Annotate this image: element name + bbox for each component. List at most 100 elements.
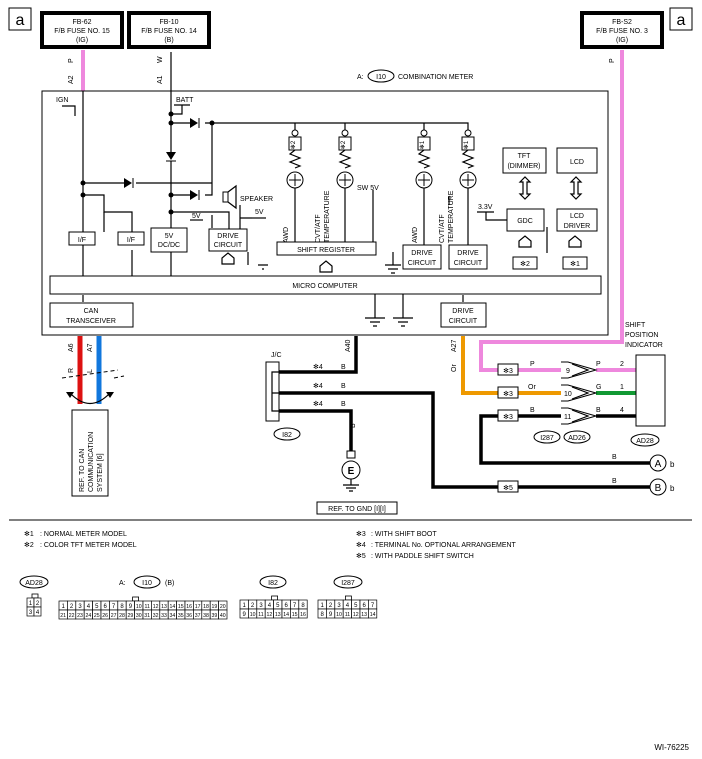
svg-text:11: 11 (564, 414, 571, 421)
svg-text:I10: I10 (376, 74, 386, 81)
indicator-awd-1: ✻2 AWD (283, 129, 304, 243)
connector-pin-number: 8 (301, 603, 305, 609)
connector-pin-number: 3 (78, 604, 82, 610)
svg-text:✻3: ✻3 (356, 530, 366, 538)
svg-text:✻3: ✻3 (503, 390, 513, 398)
svg-text:I287: I287 (540, 435, 554, 442)
svg-text:✻1: ✻1 (419, 140, 426, 149)
connector-pin-number: 11 (145, 604, 150, 610)
svg-text:SW 5V: SW 5V (357, 185, 379, 192)
svg-text:B: B (612, 454, 617, 461)
connector-pin-number: 10 (336, 612, 342, 618)
svg-text:POSITION: POSITION (625, 332, 658, 339)
connector-pin-number: 36 (186, 613, 192, 619)
connector-pin-number: 33 (161, 613, 167, 619)
svg-text:P: P (68, 58, 75, 63)
connector-pin-number: 1 (243, 603, 247, 609)
svg-text:B: B (530, 407, 535, 414)
page-letter-left (8, 7, 32, 31)
svg-text:3.3V: 3.3V (478, 204, 493, 211)
svg-text:E: E (348, 466, 355, 477)
svg-text:(IG): (IG) (76, 37, 88, 44)
svg-text:F/B FUSE NO. 14: F/B FUSE NO. 14 (141, 28, 197, 35)
arrow-up-3 (518, 235, 532, 248)
svg-text:TEMPERATURE: TEMPERATURE (324, 190, 331, 243)
svg-text:CVT/ATF: CVT/ATF (439, 214, 446, 243)
svg-text:P: P (609, 58, 616, 63)
connector-pin-number: 6 (363, 603, 367, 609)
connector-pin-number: 9 (129, 604, 133, 610)
svg-text:DRIVE: DRIVE (452, 308, 474, 315)
svg-text:A2: A2 (68, 75, 75, 84)
connector-pin-number: 4 (36, 610, 40, 616)
svg-text:DC/DC: DC/DC (158, 242, 180, 249)
svg-text:DRIVE: DRIVE (411, 250, 433, 257)
svg-text:A:: A: (119, 580, 126, 587)
connector-pin-number: 8 (321, 612, 325, 618)
svg-text:J/C: J/C (271, 352, 282, 359)
svg-text:SPEAKER: SPEAKER (240, 196, 273, 203)
connector-pin-number: 7 (371, 603, 375, 609)
connector-pin-number: 17 (195, 604, 201, 610)
inline-connector-9: 9 (561, 361, 598, 379)
svg-text:INDICATOR: INDICATOR (625, 342, 663, 349)
svg-text:SHIFT REGISTER: SHIFT REGISTER (297, 247, 355, 254)
svg-text:B: B (612, 478, 617, 485)
indicator-cvt-1: ✻2 CVT/ATF TEMPERATURE (315, 129, 354, 243)
lcd-block (556, 147, 598, 174)
connector-pin-number: 14 (283, 612, 289, 618)
svg-text:AD28: AD28 (25, 580, 43, 587)
connector-pin-number: 5 (95, 604, 99, 610)
svg-text:DRIVE: DRIVE (457, 250, 479, 257)
svg-text:L: L (87, 369, 94, 373)
connector-pin-number: 11 (258, 612, 263, 618)
svg-text:FB-10: FB-10 (159, 19, 178, 26)
connector-latch (271, 595, 279, 601)
connector-pin-number: 7 (112, 604, 116, 610)
svg-text:MICRO COMPUTER: MICRO COMPUTER (292, 283, 357, 290)
speaker-icon (222, 184, 237, 210)
svg-text:B: B (341, 383, 346, 390)
svg-text:2: 2 (620, 361, 624, 368)
svg-text:AWD: AWD (412, 227, 419, 243)
svg-text:✻2: ✻2 (24, 541, 34, 549)
wire-or-orange (461, 336, 561, 395)
connector-pin-number: 2 (70, 604, 74, 610)
wire-b-to-a (479, 414, 650, 465)
connector-pin-number: 13 (275, 612, 281, 618)
connector-pin-number: 1 (29, 601, 33, 607)
connector-pin-number: 3 (259, 603, 263, 609)
svg-text:B: B (350, 423, 357, 428)
connector-pin-number: 7 (293, 603, 297, 609)
svg-text:AWD: AWD (283, 227, 290, 243)
svg-text:I82: I82 (282, 432, 292, 439)
svg-text:CIRCUIT: CIRCUIT (454, 260, 483, 267)
svg-text:A:: A: (357, 74, 364, 81)
diodes (124, 118, 200, 200)
svg-text:✻3: ✻3 (503, 413, 513, 421)
svg-text:COMBINATION METER: COMBINATION METER (398, 74, 473, 81)
legend: ✻1 : NORMAL METER MODEL ✻2 : COLOR TFT M… (24, 530, 517, 560)
drive-circuit-speaker (208, 228, 248, 252)
svg-text:LCD: LCD (570, 213, 584, 220)
svg-text:W: W (157, 56, 164, 63)
can-transceiver (49, 302, 134, 328)
tft-dimmer (502, 147, 547, 174)
svg-text:✻3: ✻3 (503, 367, 513, 375)
connector-pin-number: 4 (87, 604, 91, 610)
connector-pin-number: 12 (153, 604, 159, 610)
connector-pin-number: 37 (195, 613, 201, 619)
page-letter-right (669, 7, 693, 31)
dcdc-block (150, 227, 188, 253)
svg-text:A40: A40 (345, 339, 352, 352)
connector-pin-number: 6 (285, 603, 289, 609)
connector-pin-number: 5 (354, 603, 358, 609)
svg-text:I/F: I/F (78, 237, 86, 244)
connector-pin-number: 20 (220, 604, 226, 610)
svg-text:A7: A7 (87, 343, 94, 352)
connector-pin-number: 2 (251, 603, 255, 609)
connector-latch (132, 596, 140, 602)
indicator-awd-2: ✻1 AWD (412, 129, 433, 243)
connector-pin-number: 34 (170, 613, 176, 619)
drive-circuit-bottom (440, 302, 487, 328)
